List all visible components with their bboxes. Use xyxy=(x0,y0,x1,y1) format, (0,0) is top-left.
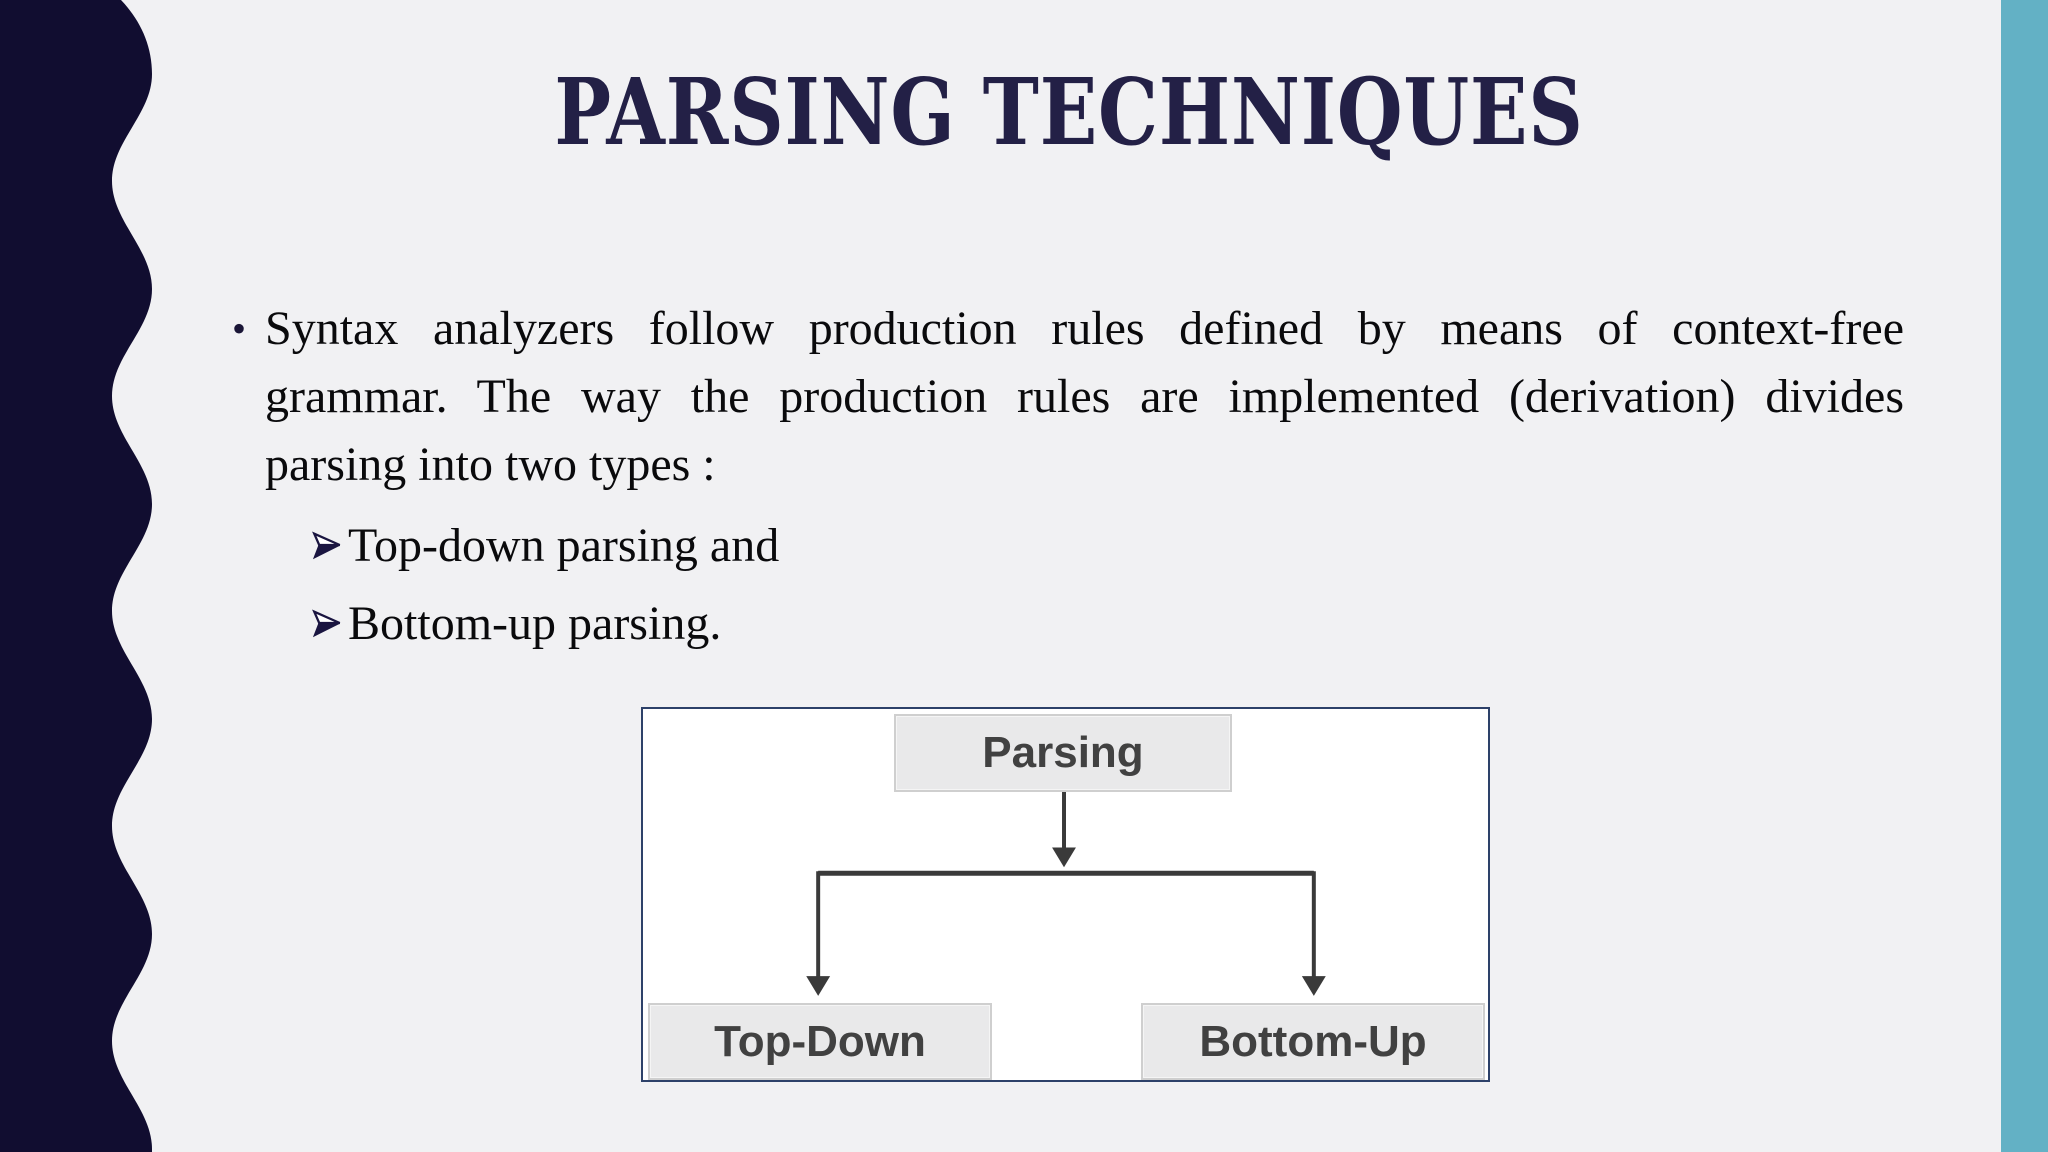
diagram-connector-arrows xyxy=(806,791,1326,996)
diagram-node-parsing: Parsing xyxy=(894,714,1232,792)
sub-bullet-label: Bottom-up parsing. xyxy=(348,596,722,650)
diagram-node-bottom-up: Bottom-Up xyxy=(1141,1003,1485,1080)
arrowhead-bullet-icon xyxy=(312,531,341,560)
sub-bullet-bottom-up: Bottom-up parsing. xyxy=(310,589,779,657)
diagram-node-top-down: Top-Down xyxy=(648,1003,992,1080)
bullet-line: parsing into two types : xyxy=(265,438,716,491)
sub-bullet-top-down: Top-down parsing and xyxy=(310,511,779,579)
bullet-paragraph: Syntax analyzers follow production rules… xyxy=(265,295,1904,499)
sub-bullet-label: Top-down parsing and xyxy=(348,518,780,572)
wave-decoration xyxy=(0,0,152,1152)
main-bullet: • Syntax analyzers follow production rul… xyxy=(232,295,1904,499)
bullet-dot-icon: • xyxy=(232,306,247,351)
arrowhead-bullet-icon xyxy=(312,609,341,638)
left-arrow-head-icon xyxy=(806,976,831,996)
slide-title: PARSING TECHNIQUES xyxy=(554,58,1584,166)
down-arrow-head-icon xyxy=(1052,847,1076,868)
sub-bullet-list: Top-down parsing and Bottom-up parsing. xyxy=(310,511,779,667)
teal-stripe-decoration xyxy=(2001,0,2048,1152)
bullet-line: grammar. The way the production rules ar… xyxy=(265,370,1904,423)
parsing-diagram: Parsing Top-Down Bottom-Up xyxy=(641,707,1490,1082)
bullet-line: Syntax analyzers follow production rules… xyxy=(265,302,1904,355)
right-arrow-head-icon xyxy=(1301,976,1326,996)
